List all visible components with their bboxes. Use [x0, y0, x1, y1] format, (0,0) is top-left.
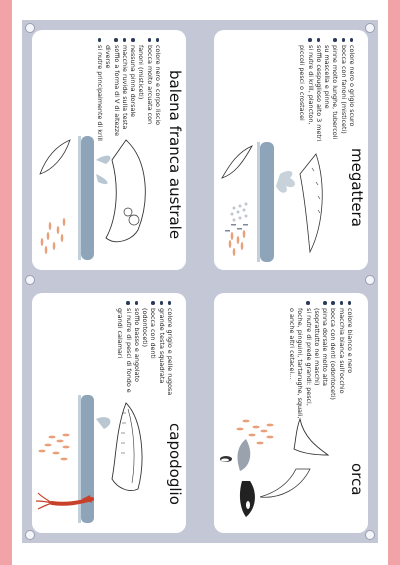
fact-item: grande testa squadrata [157, 308, 166, 398]
right-whale-illustration [39, 136, 146, 260]
fact-list: colore nero e corpo liscio bocca molto a… [96, 36, 162, 141]
card-title: balena franca australe [166, 70, 184, 240]
card-title: capodoglio [166, 423, 184, 505]
orca-illustration [220, 417, 330, 517]
fact-item: bocca molto arcuata con fanoni (misticet… [137, 45, 153, 141]
card-sheet: megattera colore nero o grigio scuro boc… [22, 20, 378, 543]
right-border-stripe [388, 0, 400, 565]
fact-item: macchia bianca sull'occhio [337, 308, 346, 420]
card-megattera: megattera colore nero o grigio scuro boc… [214, 30, 368, 270]
fact-list: colore grigio e pelle rugosa grande test… [116, 299, 174, 398]
card-balena-franca-australe: balena franca australe colore nero e cor… [32, 30, 186, 270]
fact-item: colore grigio e pelle rugosa [166, 308, 174, 398]
fact-item: si nutre di pesci di fondo e grandi cala… [116, 308, 132, 398]
fact-list: colore bianco e nero macchia bianca sull… [288, 299, 354, 420]
fact-item: si nutre di prede grandi: pesci, foche, … [287, 308, 313, 419]
fact-item: pinne molto lunghe, tubercoli su mascell… [323, 45, 339, 145]
punch-hole [365, 530, 375, 540]
fact-item: si nutre di krill, plancton, piccoli pes… [298, 45, 314, 145]
punch-hole [365, 23, 375, 33]
fact-item: soffio basso e angolato [133, 308, 141, 398]
fact-item: bocca con denti (odontoceti) [329, 308, 337, 420]
fact-item: colore nero e corpo liscio [154, 45, 162, 141]
sperm-whale-illustration [36, 395, 143, 523]
fact-item: bocca con fanoni (misticeti) [339, 45, 348, 145]
fact-item: soffio a forma di V di altezze diverse [104, 45, 120, 141]
punch-hole [25, 530, 35, 540]
punch-hole [25, 275, 35, 285]
fact-item: soffio cespuglioso alto 3 metri [315, 45, 323, 145]
card-capodoglio: capodoglio colore grigio e pelle rugosa … [32, 293, 186, 533]
card-orca: orca colore bianco e nero macchia bianca… [214, 293, 368, 533]
fact-item: macchie ruvide sulla testa [121, 45, 129, 141]
punch-hole [365, 275, 375, 285]
card-title: orca [348, 463, 366, 496]
fact-item: nessuna pinna dorsale [129, 45, 137, 141]
card-title: megattera [348, 148, 366, 227]
fact-item: colore nero o grigio scuro [348, 45, 356, 145]
left-border-stripe [0, 0, 12, 565]
humpback-illustration [221, 142, 323, 262]
fact-list: colore nero o grigio scuro bocca con fan… [298, 36, 356, 145]
fact-item: bocca con denti (odontoceti) [141, 308, 157, 398]
punch-hole [25, 23, 35, 33]
fact-item: colore bianco e nero [346, 308, 354, 420]
fact-item: pinna dorsale molto alta (soprattutto ne… [313, 308, 329, 420]
fact-item: si nutre principalmente di krill [95, 45, 104, 141]
